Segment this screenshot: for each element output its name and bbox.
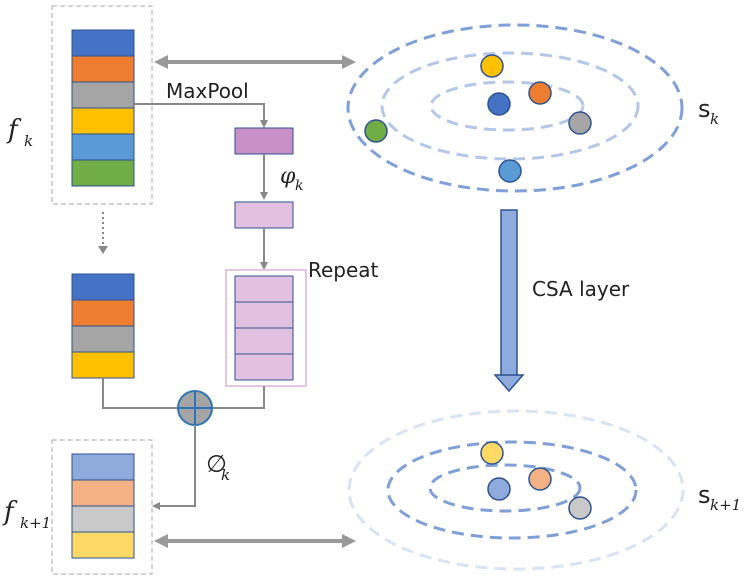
sk-ellipse-middle	[380, 51, 640, 161]
fk-block-gray	[71, 81, 135, 109]
repeat-block-1	[234, 275, 294, 303]
repeat-label: Repeat	[308, 258, 379, 282]
output-connector	[152, 425, 196, 510]
sk1-ellipse-middle	[386, 440, 638, 540]
fk1-block-blue	[71, 453, 135, 481]
copied-stack	[71, 273, 135, 379]
fk1-dashed-box	[51, 439, 153, 575]
sk1-ellipse-outer	[347, 409, 685, 571]
sk1-label-sub: k+1	[710, 496, 741, 514]
sk-point-orange	[528, 81, 552, 105]
copy-block-orange	[71, 299, 135, 327]
fk-feature-group	[51, 5, 153, 205]
projected-block	[234, 201, 294, 229]
fk-block-orange	[71, 55, 135, 83]
double-arrow-bottom	[154, 534, 356, 548]
copy-block-blue	[71, 273, 135, 301]
repeat-block-2	[234, 301, 294, 329]
sk1-label: s	[698, 481, 711, 509]
repeat-outline	[225, 269, 307, 387]
fk-block-green	[71, 159, 135, 187]
sk-label: s	[698, 95, 711, 123]
copy-block-yellow	[71, 351, 135, 379]
empty-set-label: ∅	[206, 450, 227, 478]
maxpool-connector	[134, 103, 268, 128]
pooled-block	[234, 127, 294, 155]
fk1-feature-group	[51, 439, 153, 575]
sk-point-lightblue	[498, 159, 522, 183]
sk-label-sub: k	[710, 110, 719, 128]
phi-label: φ	[280, 164, 296, 189]
merge-line-left	[102, 378, 178, 409]
csa-layer-label: CSA layer	[532, 277, 630, 301]
fk-label-sub: k	[24, 132, 33, 150]
copy-block-gray	[71, 325, 135, 353]
double-arrow-top	[154, 55, 356, 69]
sk1-point-yellow	[480, 441, 504, 465]
empty-set-label-sub: k	[221, 466, 230, 484]
sk1-point-blue	[487, 477, 511, 501]
sk-point-blue	[487, 92, 511, 116]
sk-point-green	[364, 119, 388, 143]
repeat-block-4	[234, 353, 294, 381]
merge-line-right	[212, 386, 265, 409]
sk-embedding-space	[346, 23, 684, 193]
sk-point-gray	[568, 111, 592, 135]
fk1-label-sub: k+1	[20, 514, 51, 532]
fk-dashed-box	[51, 5, 153, 205]
circle-plus-icon	[177, 390, 213, 426]
fk1-block-yellow	[71, 531, 135, 559]
sk1-ellipse-inner	[428, 463, 582, 513]
repeat-block-3	[234, 327, 294, 355]
sk-point-yellow	[480, 54, 504, 78]
copy-arrowhead	[98, 246, 108, 254]
sk-ellipse-outer	[346, 23, 684, 193]
fk-label: f	[6, 115, 22, 145]
sk1-embedding-space	[347, 409, 685, 571]
phi-label-sub: k	[295, 178, 303, 194]
fk-block-blue	[71, 29, 135, 57]
repeat-stack	[225, 269, 307, 387]
fk1-label: f	[2, 497, 18, 527]
sk-ellipse-inner	[429, 80, 585, 132]
sk1-point-orange	[528, 467, 552, 491]
csa-arrow-icon	[493, 209, 525, 393]
fk-block-lightblue	[71, 133, 135, 161]
fk1-block-orange	[71, 479, 135, 507]
sk1-point-gray	[568, 496, 592, 520]
fk1-block-gray	[71, 505, 135, 533]
fk-block-yellow	[71, 107, 135, 135]
maxpool-label: MaxPool	[166, 79, 249, 103]
